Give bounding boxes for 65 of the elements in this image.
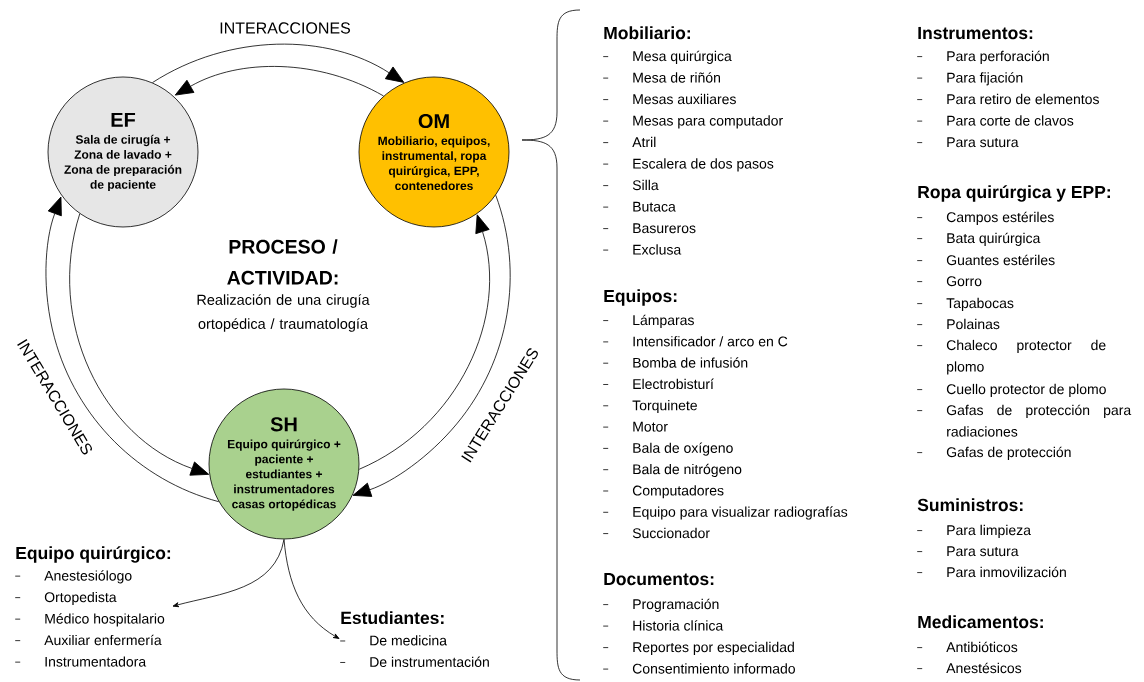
list-item: Butaca [602,201,676,212]
list-heading: Mobiliario: [604,26,690,40]
list-item: Atril [602,136,656,148]
process-description: Realización de una cirugía ortopédica / traumatología [197,294,370,332]
list-heading: Documentos: [604,572,714,586]
process-title: PROCESO / ACTIVIDAD: [227,239,338,285]
list-heading: Medicamentos: [918,615,1043,629]
list-item: Chaleco protector de plomo [916,339,1106,375]
arrow [45,196,220,503]
list-item: Para perforación [916,50,1049,64]
list-item: Para sutura [916,546,1019,557]
list-item: Polainas [916,318,1000,330]
list-item: Motor [602,421,668,432]
list-item: Torquinete [602,400,697,414]
arrow [352,194,511,497]
list-item: Mesas para computador [602,115,783,129]
list-item: Mesas auxiliares [602,93,736,105]
list-item: Bomba de infusión [602,357,748,368]
list-item: Lámparas [602,314,694,328]
staff-list: Equipo quirúrgico: Anestesiólogo Ortopedista Médico hospitalario Auxiliar enfermería Instrumentadora [14,546,171,667]
arrow [283,539,340,639]
list-item: Antibióticos [916,641,1018,653]
list-item: Bala de nitrógeno [602,463,742,477]
list-item: Gafas de protección para radiaciones [916,404,1132,437]
list-item: Consentimiento informado [602,663,795,674]
list-item: Intensificador / arco en C [602,336,788,347]
staff-list: Estudiantes: De medicina De instrumentación [339,611,489,667]
list-item: Para inmovilización [916,566,1066,578]
list-item: Tapabocas [916,297,1014,311]
list-item: Para sutura [916,137,1019,148]
arrow [174,66,384,97]
list-item: Gafas de protección [916,446,1071,460]
arrow [172,539,285,608]
interaction-label: INTERACCIONES [220,22,351,34]
list-heading: Suministros: [917,498,1023,512]
list-item: Electrobisturí [602,378,714,390]
arrow [152,43,405,83]
list-item: Para limpieza [916,524,1031,538]
list-item: Reportes por especialidad [602,641,794,655]
list-item: Historia clínica [602,620,724,631]
list-item: Exclusa [602,244,682,255]
list-item: Basureros [602,223,696,234]
list-item: Bata quirúrgica [916,232,1041,246]
list-heading: Equipos: [604,289,677,306]
list-item: Guantes estériles [916,254,1055,266]
arrow [69,213,210,476]
list-item: Programación [602,598,719,612]
list-item: Para fijación [916,72,1023,86]
list-item: Para retiro de elementos [916,93,1099,105]
list-item: Silla [602,179,659,191]
list-item: Gorro [916,276,982,287]
list-item: Bala de oxígeno [602,442,733,456]
list-heading: Ropa quirúrgica y EPP: [918,185,1110,202]
list-item: Campos estériles [916,211,1054,225]
list-item: Equipo para visualizar radiografías [602,506,848,520]
list-item: Computadores [602,485,724,499]
list-item: Mesa quirúrgica [602,50,732,64]
arrow [358,214,490,470]
list-item: Mesa de riñón [602,72,720,83]
list-item: Cuello protector de plomo [916,383,1106,397]
list-item: Para corte de clavos [916,115,1074,126]
list-heading: Instrumentos: [918,26,1033,40]
list-item: Anestésicos [916,662,1022,674]
list-item: Escalera de dos pasos [602,158,774,172]
list-item: Succionador [602,527,710,539]
